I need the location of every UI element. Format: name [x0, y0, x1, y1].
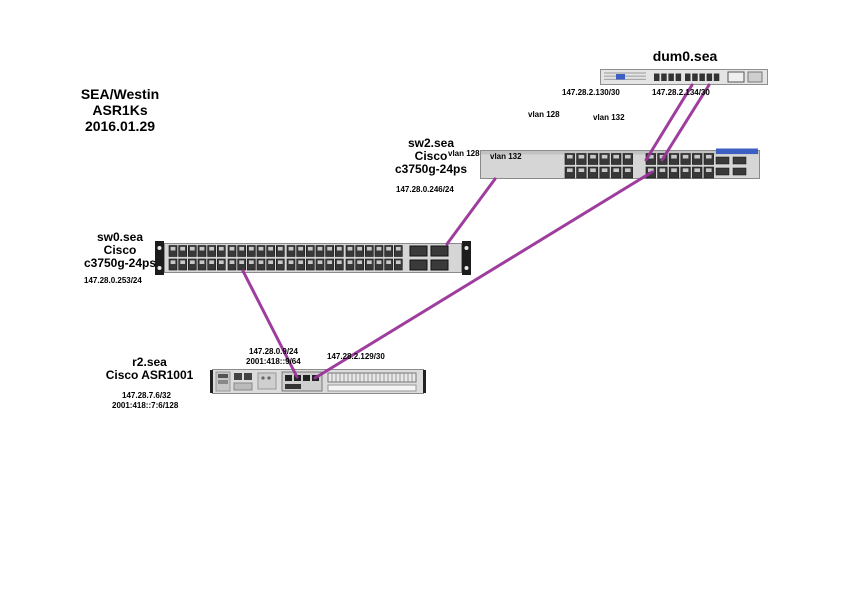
sw2-ip: 147.28.0.246/24	[396, 185, 454, 194]
sw2-vendor: Cisco	[414, 149, 448, 163]
r2-right-rack-ear	[423, 370, 426, 393]
sw2-name: sw2.sea	[407, 136, 455, 150]
dum0-module	[727, 71, 745, 83]
sw0-vendor: Cisco	[103, 243, 137, 257]
sw2-catalyst-badge	[716, 148, 758, 154]
r2-model: Cisco ASR1001	[105, 368, 194, 382]
diagram-title-line-1: SEA/Westin	[80, 86, 160, 102]
diagram-title: SEA/Westin ASR1Ks 2016.01.29	[55, 86, 185, 134]
link-sw2-sw0-trunk	[445, 177, 497, 246]
dum0-blue-label	[616, 74, 625, 80]
r2-port-module	[281, 371, 323, 392]
sw0-right-rack-ear	[462, 241, 471, 275]
sw2-vlan-side-left: vlan 128	[448, 149, 480, 158]
dum0-psu	[747, 71, 763, 83]
sw2-model: c3750g-24ps	[394, 162, 468, 176]
device-dum0-image	[600, 69, 768, 85]
dum0-ip-right: 147.28.2.134/30	[652, 88, 710, 97]
r2-vent-slot	[327, 372, 417, 392]
sw0-ip: 147.28.0.253/24	[84, 276, 142, 285]
diagram-title-line-2: ASR1Ks	[92, 102, 148, 118]
r2-chassis	[210, 369, 426, 394]
r2-ip-bottom-2: 2001:418::7:6/128	[112, 401, 179, 410]
sw0-chassis	[155, 241, 471, 275]
dum0-ip-left: 147.28.2.130/30	[562, 88, 620, 97]
dum0-ports	[654, 73, 720, 81]
device-sw0-image	[155, 240, 471, 276]
sw0-left-rack-ear	[155, 241, 164, 275]
r2-ip-top-1: 147.28.0.9/24	[249, 347, 298, 356]
sw2-vlan-top-right: vlan 132	[593, 113, 625, 122]
r2-ip-bottom-1: 147.28.7.6/32	[122, 391, 171, 400]
sw2-vlan-top-left: vlan 128	[528, 110, 560, 119]
sw0-name: sw0.sea	[96, 230, 144, 244]
r2-ip-top-2: 2001:418::9/64	[246, 357, 301, 366]
r2-name: r2.sea	[132, 355, 167, 369]
device-sw2-image	[480, 148, 760, 181]
dum0-name: dum0.sea	[652, 48, 718, 64]
sw0-title: sw0.sea Cisco c3750g-24ps	[72, 231, 168, 270]
sw2-chassis	[480, 148, 760, 179]
sw2-top-strip	[481, 151, 759, 155]
sw2-sfp-slots	[715, 156, 747, 176]
sw0-model: c3750g-24ps	[83, 256, 157, 270]
sw2-vlan-side-right: vlan 132	[490, 152, 522, 161]
r2-left-rack-ear	[210, 370, 213, 393]
dum0-chassis	[600, 69, 768, 85]
diagram-title-line-3: 2016.01.29	[84, 118, 156, 134]
r2-title: r2.sea Cisco ASR1001	[92, 356, 207, 382]
device-r2-image	[210, 367, 426, 396]
r2-ip-right: 147.28.2.129/30	[327, 352, 385, 361]
